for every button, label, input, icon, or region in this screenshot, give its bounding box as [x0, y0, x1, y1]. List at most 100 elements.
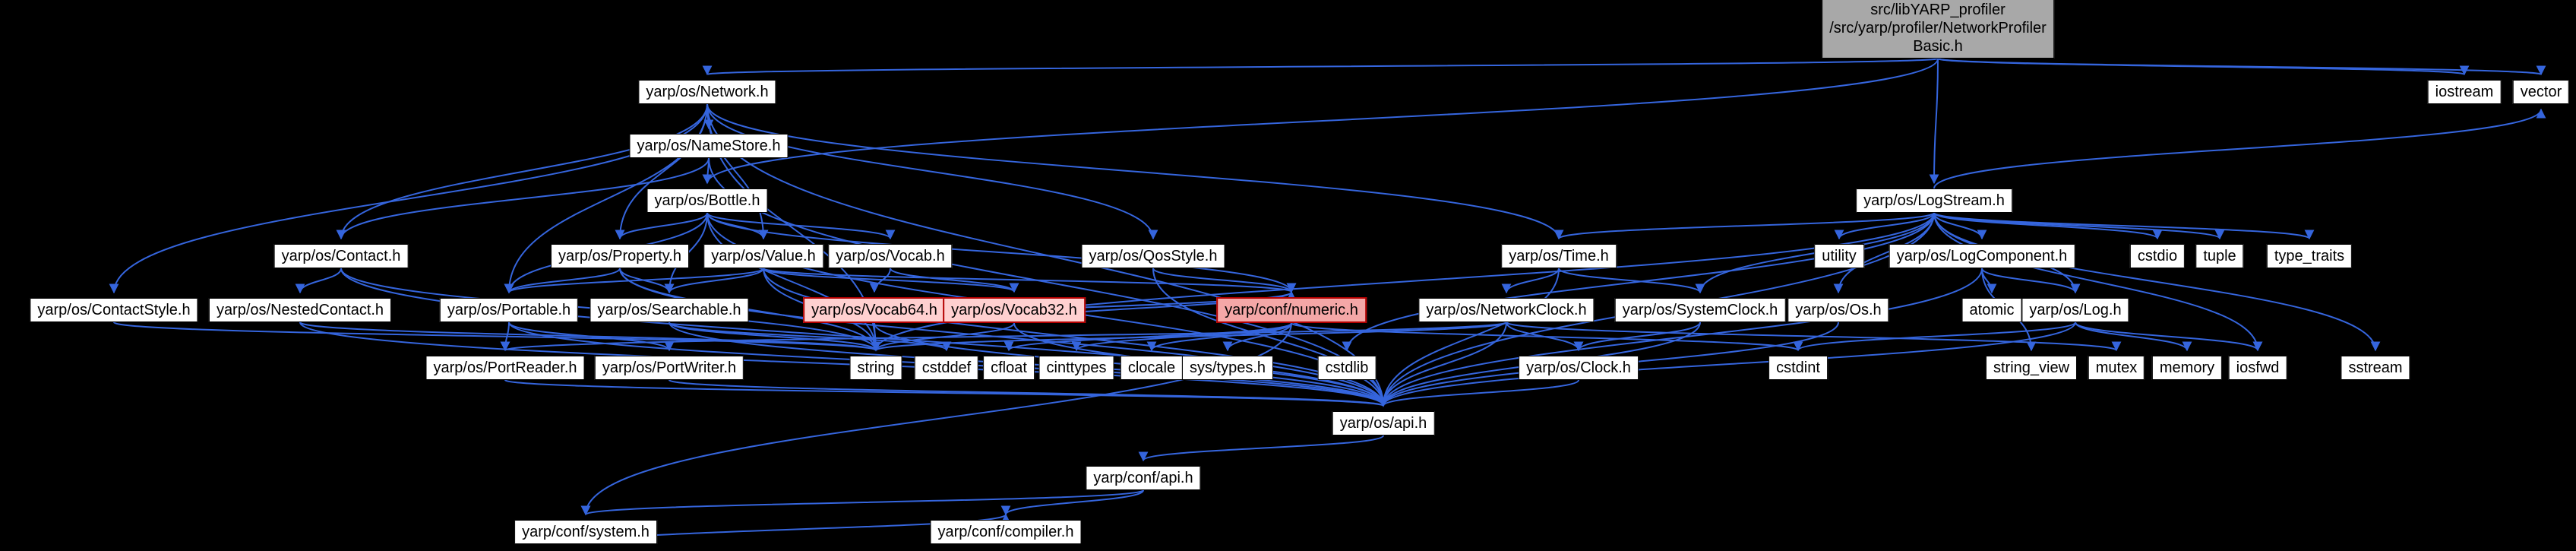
edge-vocab-vocab32 [890, 268, 1019, 293]
edge-logstream-type_traits [1933, 212, 2315, 240]
graph-node-contact[interactable]: yarp/os/Contact.h [273, 244, 409, 268]
graph-node-vocab64[interactable]: yarp/os/Vocab64.h [803, 297, 946, 323]
graph-node-systemclock[interactable]: yarp/os/SystemClock.h [1614, 298, 1786, 322]
edge-logstream-iosfwd [1933, 212, 2263, 352]
edge-logcomponent-api [1378, 268, 1983, 407]
edge-root-vector [1937, 58, 2546, 76]
edge-bottle-vocab [706, 212, 896, 240]
edge-root-logstream [1929, 58, 1939, 185]
graph-node-vocab[interactable]: yarp/os/Vocab.h [828, 244, 953, 268]
edge-root-bottle [702, 58, 1939, 185]
edge-log-api [1378, 321, 2076, 407]
edge-network-property [615, 103, 708, 240]
graph-node-cinttypes: cinttypes [1038, 356, 1114, 380]
edge-nestedcontact-api [299, 321, 1389, 407]
graph-node-networkclock[interactable]: yarp/os/NetworkClock.h [1418, 298, 1595, 322]
edge-clock-api [1378, 379, 1579, 407]
edge-confapi-confsystem [581, 489, 1144, 516]
graph-node-time[interactable]: yarp/os/Time.h [1501, 244, 1617, 268]
graph-node-sstream: sstream [2341, 356, 2410, 380]
edge-log-memory [2075, 321, 2192, 352]
graph-node-api[interactable]: yarp/os/api.h [1332, 411, 1435, 435]
edge-logstream-string [871, 212, 1935, 352]
edge-property-portable [504, 268, 621, 294]
edge-numeric-cinttypes [1071, 322, 1292, 352]
edge-qosstyle-api [1152, 268, 1389, 407]
edge-contactstyle-string [113, 321, 880, 352]
edge-numeric-clocale [1146, 322, 1292, 352]
edge-logstream-utility [1834, 212, 1935, 240]
edge-namestore-contact [336, 157, 710, 240]
edge-value-searchable [664, 268, 764, 294]
edge-bottle-property [615, 212, 708, 240]
graph-node-property[interactable]: yarp/os/Property.h [551, 244, 689, 268]
graph-node-utility: utility [1814, 244, 1864, 268]
edge-numeric-cstdint [1291, 322, 1803, 352]
edge-qosstyle-numeric [1152, 268, 1297, 293]
graph-node-log[interactable]: yarp/os/Log.h [2021, 298, 2129, 322]
graph-node-numeric[interactable]: yarp/conf/numeric.h [1216, 297, 1367, 323]
edge-root-network [703, 58, 1939, 76]
graph-node-atomic: atomic [1961, 298, 2022, 322]
graph-node-portable[interactable]: yarp/os/Portable.h [439, 298, 579, 322]
edge-logstream-sstream [1933, 212, 2381, 352]
edge-nestedcontact-string [299, 321, 881, 352]
graph-node-tuple: tuple [2195, 244, 2244, 268]
graph-node-root: src/libYARP_profiler /src/yarp/profiler/… [1822, 0, 2054, 59]
graph-node-nestedcontact[interactable]: yarp/os/NestedContact.h [208, 298, 392, 322]
edge-numeric-systypes [1222, 322, 1292, 352]
graph-node-type_traits: type_traits [2266, 244, 2353, 268]
graph-node-iosfwd: iosfwd [2228, 356, 2287, 380]
graph-node-bottle[interactable]: yarp/os/Bottle.h [646, 188, 768, 213]
edge-bottle-numeric [706, 212, 1297, 293]
edge-logcomponent-log [1981, 268, 2081, 294]
edge-api-confapi [1138, 435, 1384, 462]
edge-log-cstdint [1793, 321, 2076, 352]
graph-node-portwriter[interactable]: yarp/os/PortWriter.h [594, 356, 744, 380]
edge-networkclock-api [1378, 321, 1507, 407]
graph-node-clock[interactable]: yarp/os/Clock.h [1519, 356, 1639, 380]
graph-node-namestore[interactable]: yarp/os/NameStore.h [629, 134, 789, 158]
edge-logstream-logcomponent [1933, 212, 1987, 240]
edge-contact-nestedcontact [295, 268, 342, 294]
edge-logstream-tuple [1933, 212, 2225, 240]
graph-node-cstdint: cstdint [1768, 356, 1828, 380]
graph-node-os[interactable]: yarp/os/Os.h [1787, 298, 1889, 322]
graph-node-logstream[interactable]: yarp/os/LogStream.h [1856, 188, 2012, 213]
edge-vocab-vocab64 [869, 268, 891, 293]
edge-log-iosfwd [2075, 321, 2263, 352]
graph-node-iostream: iostream [2427, 80, 2502, 104]
graph-node-confcompiler[interactable]: yarp/conf/compiler.h [930, 520, 1082, 544]
graph-node-clocale: clocale [1120, 356, 1184, 380]
graph-node-value[interactable]: yarp/os/Value.h [703, 244, 823, 268]
graph-node-mutex: mutex [2088, 356, 2145, 380]
graph-node-logcomponent[interactable]: yarp/os/LogComponent.h [1889, 244, 2075, 268]
edge-time-systemclock [1558, 268, 1705, 294]
edge-logstream-time [1554, 212, 1935, 240]
graph-node-confapi[interactable]: yarp/conf/api.h [1086, 466, 1201, 490]
graph-node-network[interactable]: yarp/os/Network.h [638, 80, 776, 104]
graph-node-contactstyle[interactable]: yarp/os/ContactStyle.h [30, 298, 198, 322]
graph-node-systypes: sys/types.h [1181, 356, 1274, 380]
graph-node-vector: vector [2512, 80, 2570, 104]
graph-node-portreader[interactable]: yarp/os/PortReader.h [425, 356, 585, 380]
graph-node-string: string [849, 356, 902, 380]
graph-node-vocab32[interactable]: yarp/os/Vocab32.h [943, 297, 1086, 323]
edge-logstream-vector [1933, 108, 2546, 189]
graph-node-searchable[interactable]: yarp/os/Searchable.h [589, 298, 749, 322]
graph-node-memory: memory [2151, 356, 2223, 380]
graph-node-confsystem[interactable]: yarp/conf/system.h [514, 520, 657, 544]
edge-confapi-confcompiler [1000, 489, 1144, 516]
edge-network-contact [336, 103, 708, 240]
edge-networkclock-mutex [1506, 321, 2121, 352]
edge-networkclock-portreader [501, 321, 1507, 352]
graph-node-cstdio: cstdio [2129, 244, 2186, 268]
edge-searchable-cstddef [668, 321, 952, 352]
graph-node-cfloat: cfloat [983, 356, 1035, 380]
graph-node-qosstyle[interactable]: yarp/os/QosStyle.h [1081, 244, 1225, 268]
graph-node-string_view: string_view [1985, 356, 2078, 380]
edge-network-time [706, 103, 1564, 240]
edge-value-numeric [763, 268, 1296, 293]
